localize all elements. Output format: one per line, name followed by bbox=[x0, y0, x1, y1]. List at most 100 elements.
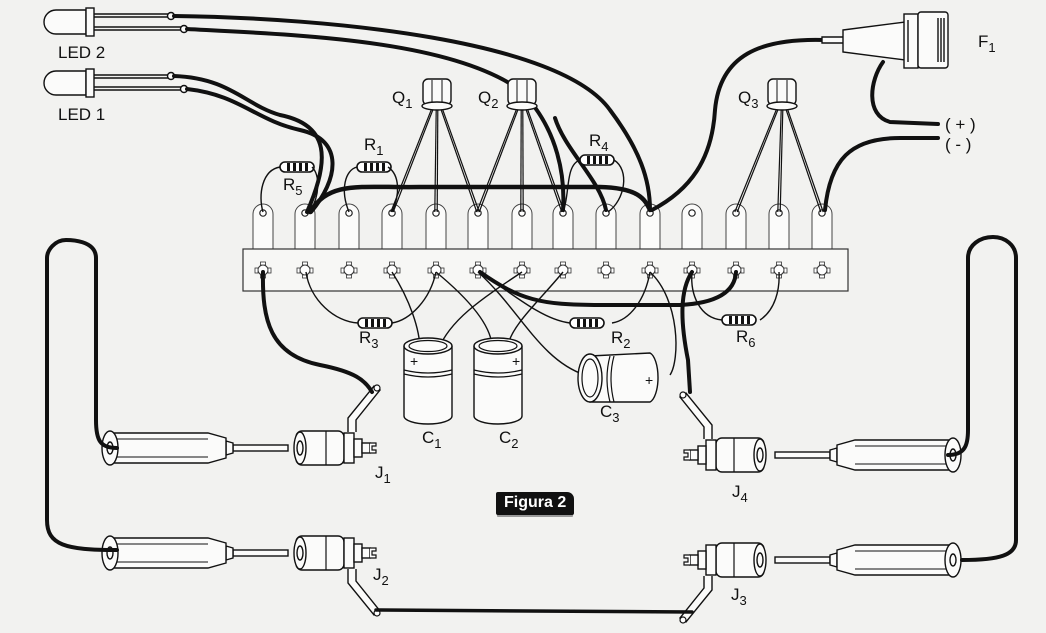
power-positive-label: ( + ) bbox=[945, 115, 976, 134]
resistor-r1 bbox=[356, 161, 392, 173]
strip-rivet bbox=[770, 261, 788, 279]
plug-cable-right bbox=[946, 234, 1018, 562]
strip-rivet bbox=[597, 261, 615, 279]
lug-hole bbox=[432, 209, 440, 217]
led-1-label: LED 1 bbox=[58, 105, 105, 124]
terminal-lug bbox=[681, 203, 703, 250]
r4-lead-left bbox=[562, 159, 581, 213]
terminal-lug bbox=[381, 203, 403, 250]
c3-lead-pos bbox=[649, 271, 677, 376]
c1-label: C1 bbox=[422, 428, 442, 451]
led-2-label: LED 2 bbox=[58, 43, 105, 62]
r2-label: R2 bbox=[611, 328, 631, 351]
transistor-q3 bbox=[734, 78, 824, 213]
jack-j1 bbox=[293, 384, 382, 466]
wire-led2-b bbox=[185, 27, 566, 212]
terminal-lug bbox=[467, 203, 489, 250]
wire-positive bbox=[870, 60, 940, 126]
terminal-strip bbox=[242, 203, 849, 292]
lug-hole bbox=[775, 209, 783, 217]
terminal-strip-holes bbox=[254, 261, 831, 279]
wire-j1 bbox=[260, 270, 374, 394]
resistor-r5 bbox=[279, 161, 315, 173]
r3-label: R3 bbox=[359, 328, 379, 351]
led-2-body bbox=[43, 9, 87, 35]
terminal-lug bbox=[252, 203, 274, 250]
led-1 bbox=[43, 68, 189, 98]
transistor-body bbox=[507, 78, 537, 106]
terminal-strip-base bbox=[242, 248, 849, 292]
q3-label: Q3 bbox=[738, 88, 758, 111]
wire-led1-b bbox=[185, 87, 335, 214]
j4-label: J4 bbox=[732, 482, 748, 505]
transistor-q2 bbox=[476, 78, 565, 213]
transistor-base bbox=[506, 101, 538, 111]
strip-rivet bbox=[340, 261, 358, 279]
banana-plug-j2 bbox=[101, 535, 289, 571]
jack-j4 bbox=[678, 391, 767, 473]
led-1-leads bbox=[94, 74, 183, 91]
banana-plug-j1 bbox=[101, 430, 289, 466]
terminal-lugs bbox=[252, 203, 833, 250]
transistor-base bbox=[766, 101, 798, 111]
wire-j2-j3 bbox=[374, 608, 694, 614]
terminal-lug bbox=[338, 203, 360, 250]
plug-cable-left bbox=[45, 237, 119, 552]
capacitor-c2: + bbox=[473, 337, 523, 425]
transistor-body bbox=[422, 78, 452, 106]
c2-label: C2 bbox=[499, 428, 519, 451]
terminal-lug bbox=[294, 203, 316, 250]
r1-lead-right bbox=[387, 166, 399, 213]
led-2 bbox=[43, 7, 189, 37]
lug-hole bbox=[518, 209, 526, 217]
c3-label: C3 bbox=[600, 402, 620, 425]
strip-rivet bbox=[554, 261, 572, 279]
r6-lead-right bbox=[759, 271, 780, 321]
jack-j2 bbox=[293, 535, 382, 617]
wire-fuse-to-strip bbox=[650, 37, 827, 212]
strip-rivet bbox=[727, 261, 745, 279]
led-1-body bbox=[43, 70, 87, 96]
q1-label: Q1 bbox=[392, 88, 412, 111]
j3-label: J3 bbox=[731, 585, 747, 608]
capacitor-polarity-mark: + bbox=[410, 353, 418, 369]
wire-bus bbox=[307, 184, 653, 215]
fuse-tip bbox=[821, 36, 845, 44]
strip-rivet bbox=[296, 261, 314, 279]
fuse-holder-f1 bbox=[821, 11, 949, 69]
transistor-body bbox=[767, 78, 797, 106]
capacitor-c1: + bbox=[403, 337, 453, 425]
capacitor-c3: + bbox=[577, 352, 659, 403]
wire-bottom-bus bbox=[478, 270, 738, 307]
banana-plug-j3 bbox=[774, 542, 962, 578]
terminal-lug bbox=[768, 203, 790, 250]
led-1-flange bbox=[85, 68, 95, 98]
r1-label: R1 bbox=[364, 135, 384, 158]
r1-lead-left bbox=[343, 166, 358, 213]
figure-caption: Figura 2 bbox=[496, 492, 575, 515]
fuse-cap-ribs bbox=[907, 18, 945, 62]
resistor-r6 bbox=[721, 314, 757, 326]
wire-negative bbox=[823, 136, 940, 212]
r5-lead-left bbox=[260, 166, 281, 213]
terminal-lug bbox=[425, 203, 447, 250]
r6-label: R6 bbox=[736, 327, 756, 350]
wire-j4 bbox=[680, 270, 694, 394]
r5-lead-right bbox=[309, 166, 319, 213]
terminal-lug bbox=[511, 203, 533, 250]
fuse-nut bbox=[903, 13, 919, 69]
lug-hole bbox=[345, 209, 353, 217]
j2-label: J2 bbox=[373, 565, 389, 588]
lug-hole bbox=[688, 209, 696, 217]
terminal-lug bbox=[811, 203, 833, 250]
resistor-r3 bbox=[357, 317, 393, 329]
strip-rivet bbox=[383, 261, 401, 279]
strip-rivet bbox=[813, 261, 831, 279]
wire-led1-a bbox=[172, 74, 324, 214]
wire-led2-a bbox=[172, 14, 652, 212]
capacitor-polarity-mark: + bbox=[645, 372, 653, 388]
j1-label: J1 bbox=[375, 463, 391, 486]
r4-label: R4 bbox=[589, 131, 609, 154]
